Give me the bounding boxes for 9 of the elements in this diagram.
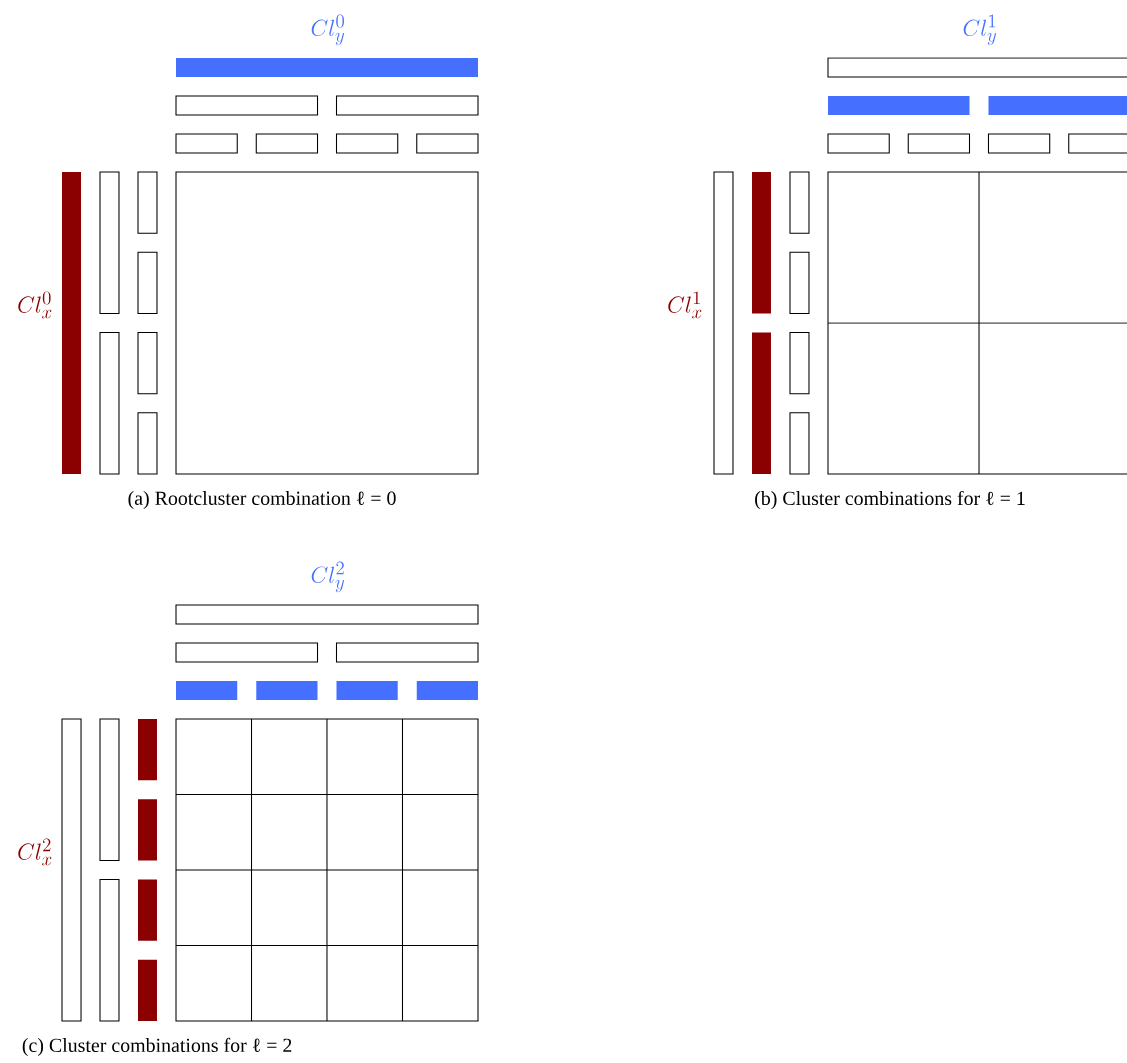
axis-label: $Cl_{x}^{2}$ — [18, 838, 52, 866]
axis-label: $Cl_{y}^{1}$ — [963, 14, 997, 46]
caption: (b) Cluster combinations for ℓ = 1 — [755, 490, 1025, 510]
axis-label: $Cl_{x}^{1}$ — [668, 291, 702, 319]
caption: (c) Cluster combinations for ℓ = 2 — [22, 1037, 292, 1057]
axis-label: $Cl_{y}^{0}$ — [311, 14, 345, 46]
axis-label: $Cl_{x}^{0}$ — [18, 291, 52, 319]
axis-label: $Cl_{y}^{2}$ — [311, 561, 345, 593]
caption: (a) Rootcluster combination ℓ = 0 — [128, 491, 396, 510]
